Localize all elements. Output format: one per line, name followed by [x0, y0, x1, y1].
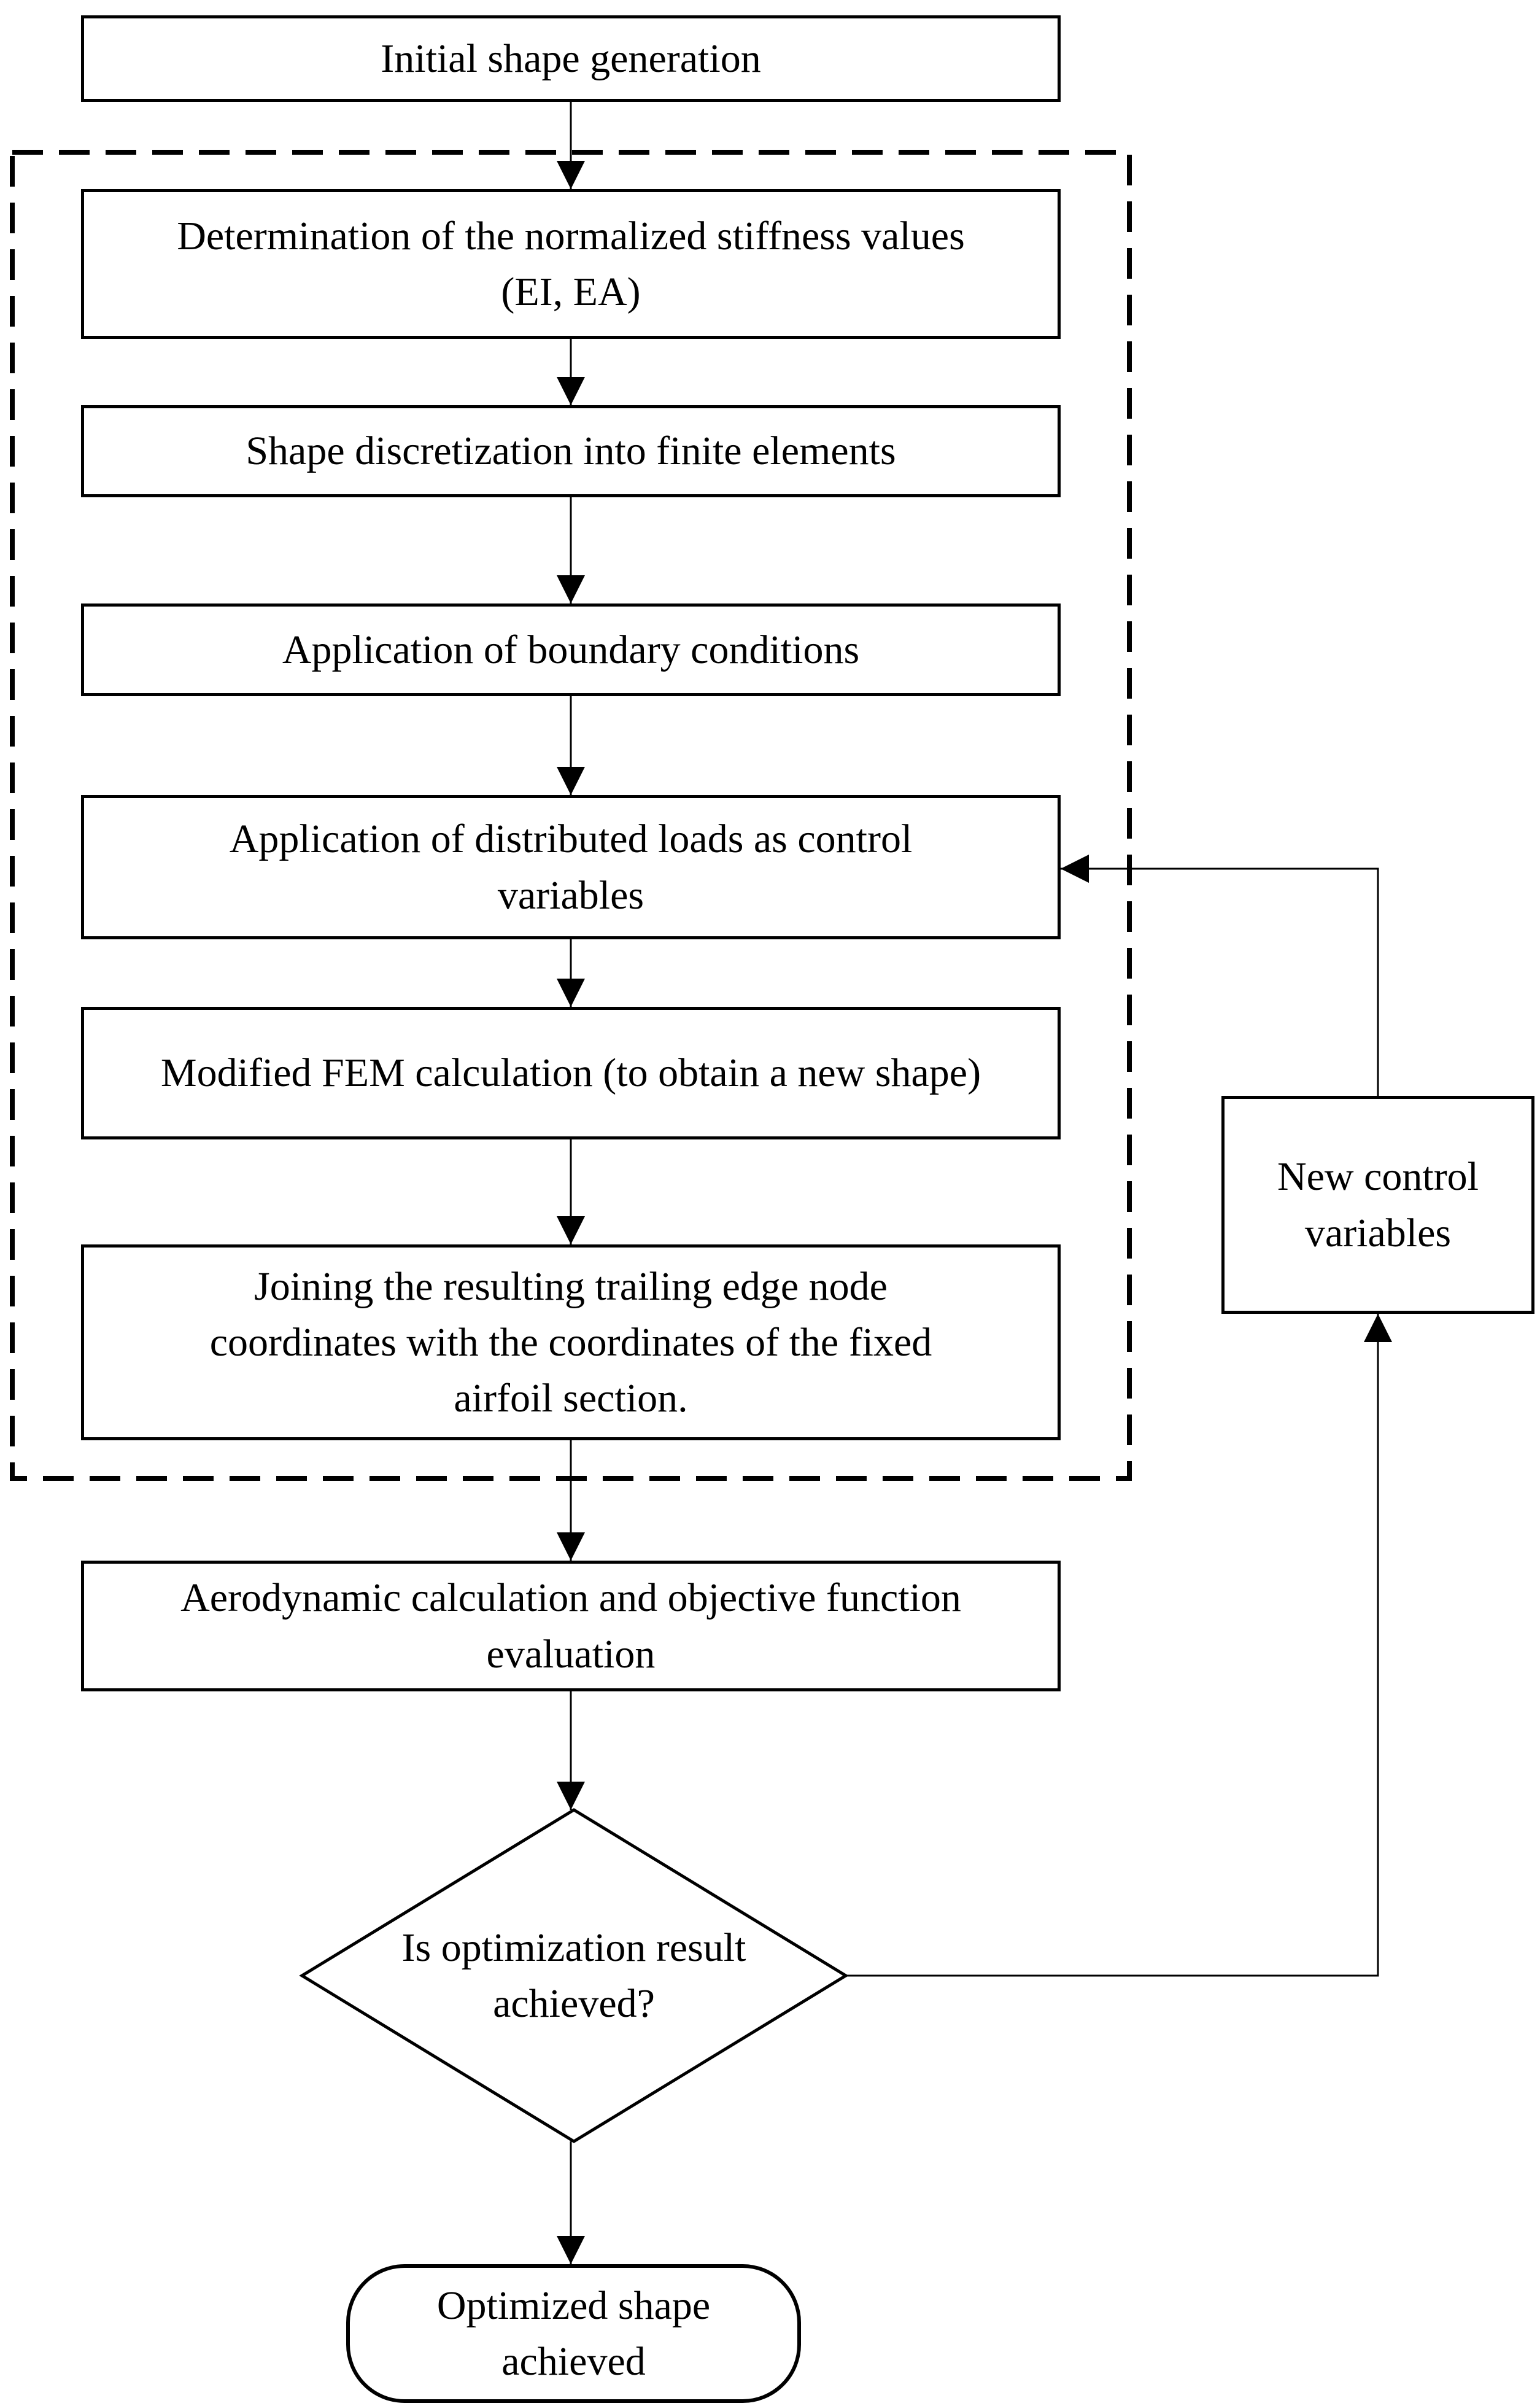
node-initial-shape: Initial shape generation	[81, 15, 1061, 102]
node-boundary-conditions: Application of boundary conditions	[81, 603, 1061, 696]
decision-diamond-shape	[299, 1808, 849, 2143]
node-aerodynamic-calculation: Aerodynamic calculation and objective fu…	[81, 1561, 1061, 1691]
arrow-decision-to-new-controls	[846, 1314, 1392, 1977]
node-optimized-shape-achieved: Optimized shape achieved	[346, 2264, 801, 2403]
node-shape-discretization: Shape discretization into finite element…	[81, 405, 1061, 497]
node-joining-coordinates: Joining the resulting trailing edge node…	[81, 1244, 1061, 1440]
node-stiffness-determination: Determination of the normalized stiffnes…	[81, 189, 1061, 339]
node-distributed-loads: Application of distributed loads as cont…	[81, 795, 1061, 939]
node-new-control-variables: New control variables	[1221, 1096, 1534, 1314]
node-decision-optimization-result: Is optimization result achieved?	[401, 1925, 746, 2026]
arrow-new-controls-to-loads	[1061, 855, 1379, 1096]
node-modified-fem-calculation: Modified FEM calculation (to obtain a ne…	[81, 1007, 1061, 1139]
